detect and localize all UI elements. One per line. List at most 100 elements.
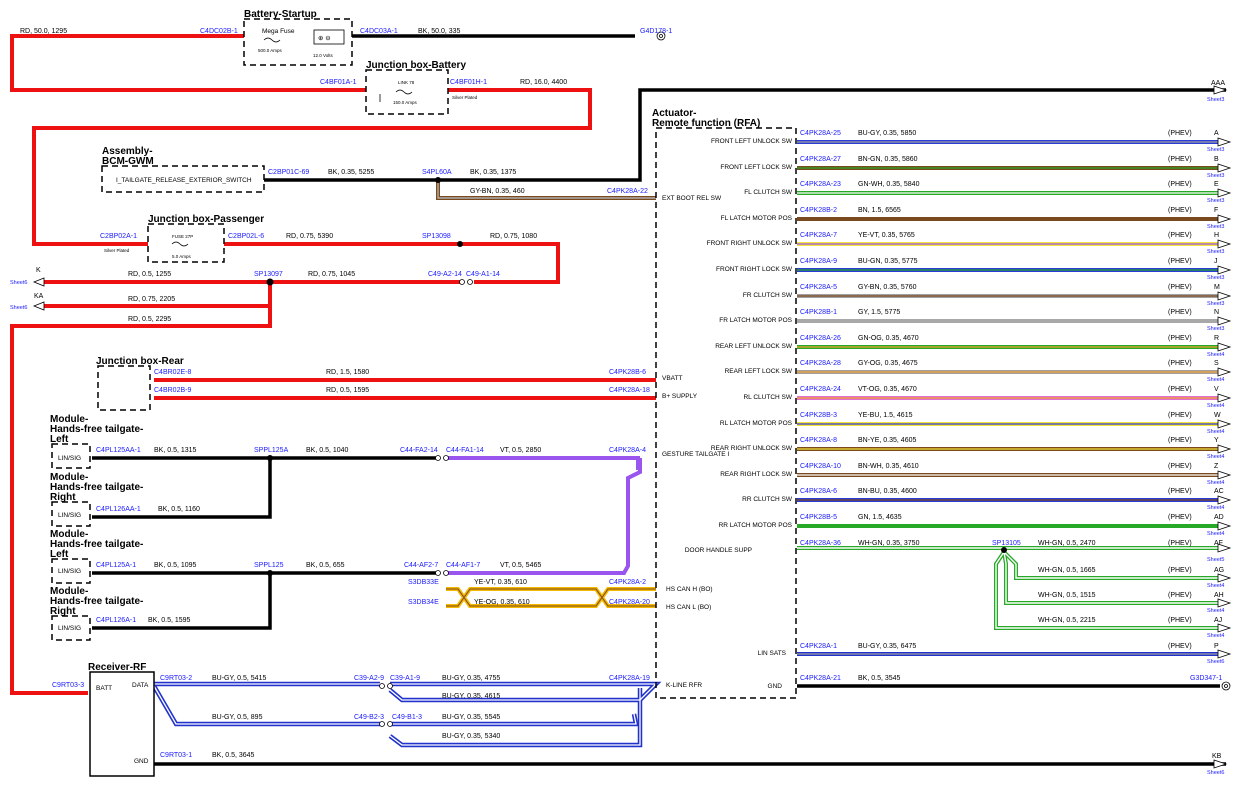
offsheet-arrow	[1217, 137, 1232, 147]
offsheet-arrow	[1217, 444, 1232, 454]
svg-text:BK, 0.5, 1095: BK, 0.5, 1095	[154, 562, 197, 569]
rfa-pin-label: RL LATCH MOTOR POS	[720, 420, 793, 427]
svg-text:C4BF01H-1: C4BF01H-1	[450, 79, 487, 86]
battery-voltage: 12.0 Volts	[313, 53, 334, 58]
rfa-pin-label: RR LATCH MOTOR POS	[719, 522, 793, 529]
svg-text:Hands-free tailgate-: Hands-free tailgate-	[50, 539, 143, 550]
svg-text:VT, 0.5, 2850: VT, 0.5, 2850	[500, 447, 541, 454]
junction-box-battery: Junction box-Battery LINK 78 150.0 Amps …	[365, 60, 478, 115]
offsheet-arrow	[1217, 291, 1232, 301]
rfa-pin-label: FL LATCH MOTOR POS	[721, 215, 793, 222]
rfa-wire-label: GN, 1.5, 4635	[858, 514, 902, 521]
htl-module-left-2: Module- Hands-free tailgate- Left LIN/SI…	[50, 529, 143, 584]
svg-text:SPPL125A: SPPL125A	[254, 447, 289, 454]
svg-text:(PHEV): (PHEV)	[1168, 592, 1192, 599]
svg-text:Module-: Module-	[50, 586, 88, 597]
rfa-wire-label: BU-GN, 0.35, 5775	[858, 258, 918, 265]
svg-text:C9RT03-1: C9RT03-1	[160, 752, 192, 759]
rfa-connector-label: C4PK28B-5	[800, 514, 837, 521]
rfa-module: Actuator- Remote function (RFA) EXT BOOT…	[652, 108, 797, 699]
svg-text:Sheet6: Sheet6	[10, 280, 27, 286]
rfa-sheet-label: Sheet4	[1207, 531, 1224, 537]
svg-text:BU-GY, 0.35, 4615: BU-GY, 0.35, 4615	[442, 693, 500, 700]
offsheet-arrow	[1217, 419, 1232, 429]
svg-text:C4PK28B-6: C4PK28B-6	[609, 369, 646, 376]
offsheet-arrow	[1217, 265, 1232, 275]
rfa-pin-label: FR LATCH MOTOR POS	[719, 317, 792, 324]
door-handle-wires	[797, 546, 1220, 630]
rfa-connector-label: C4PK28B-3	[800, 412, 837, 419]
rfa-tag-label: (PHEV)	[1168, 360, 1192, 367]
rfa-connector-label: C4PK28A-23	[800, 181, 841, 188]
rfa-sheet-label: Sheet3	[1207, 249, 1224, 255]
rfa-ref-label: V	[1214, 386, 1219, 393]
svg-text:AAA: AAA	[1211, 80, 1225, 87]
mega-fuse-label: Mega Fuse	[262, 28, 295, 35]
jb-battery-title: Junction box-Battery	[366, 60, 466, 71]
rfa-ref-label: R	[1214, 335, 1219, 342]
rfa-ref-label: F	[1214, 207, 1218, 214]
svg-text:C4PK28A-22: C4PK28A-22	[607, 188, 648, 195]
jb-passenger-title: Junction box-Passenger	[148, 214, 264, 225]
svg-text:SP13105: SP13105	[992, 540, 1021, 547]
svg-text:C4PL126AA-1: C4PL126AA-1	[96, 506, 141, 513]
svg-text:LIN/SIG: LIN/SIG	[58, 625, 81, 632]
svg-text:C4PK28A-19: C4PK28A-19	[609, 675, 650, 682]
svg-text:(PHEV): (PHEV)	[1168, 567, 1192, 574]
pin-gesture: GESTURE TAILGATE I	[662, 451, 729, 458]
rfa-bottom-labels: C4PK28A-36 WH-GN, 0.35, 3750 SP13105 WH-…	[800, 540, 1224, 682]
svg-text:Module-: Module-	[50, 414, 88, 425]
svg-text:RD, 0.5, 2295: RD, 0.5, 2295	[128, 316, 171, 323]
svg-text:C4BR02E-8: C4BR02E-8	[154, 369, 191, 376]
rfa-wire-label: BN-GN, 0.35, 5860	[858, 156, 918, 163]
battery-startup-module: Battery-Startup Mega Fuse 500.0 Amps ⊕ ⊖…	[243, 9, 353, 66]
rfa-tag-label: (PHEV)	[1168, 386, 1192, 393]
svg-text:SP13098: SP13098	[422, 233, 451, 240]
svg-text:C49-B2-3: C49-B2-3	[354, 714, 384, 721]
rfa-connector-label: C4PK28A-24	[800, 386, 841, 393]
svg-text:C9RT03-3: C9RT03-3	[52, 682, 84, 689]
svg-text:G4D178-1: G4D178-1	[640, 28, 672, 35]
rfa-ref-label: B	[1214, 156, 1219, 163]
offsheet-arrow	[1217, 316, 1232, 326]
svg-text:BK, 0.5, 3545: BK, 0.5, 3545	[858, 675, 901, 682]
svg-text:LIN/SIG: LIN/SIG	[58, 455, 81, 462]
offsheet-arrow	[1217, 342, 1232, 352]
svg-text:BK, 0.35, 5255: BK, 0.35, 5255	[328, 169, 374, 176]
svg-text:K: K	[36, 267, 41, 274]
rfa-wire-label: BN, 1.5, 6565	[858, 207, 901, 214]
svg-text:G3D347-1: G3D347-1	[1190, 675, 1222, 682]
rfa-tag-label: (PHEV)	[1168, 437, 1192, 444]
rfa-sheet-label: Sheet4	[1207, 505, 1224, 511]
svg-text:⊕ ⊖: ⊕ ⊖	[318, 35, 331, 42]
rfa-sheet-label: Sheet3	[1207, 275, 1224, 281]
rfa-pin-label: FRONT RIGHT LOCK SW	[716, 266, 793, 273]
svg-text:SP13097: SP13097	[254, 271, 283, 278]
rfa-pin-label: REAR RIGHT LOCK SW	[720, 471, 793, 478]
rfa-connector-label: C4PK28B-1	[800, 309, 837, 316]
rfa-sheet-label: Sheet3	[1207, 301, 1224, 307]
rfa-connector-label: C4PK28A-25	[800, 130, 841, 137]
rfa-connector-label: C4PK28A-6	[800, 488, 837, 495]
svg-text:C4PL125A-1: C4PL125A-1	[96, 562, 136, 569]
rfa-wire-label: VT-OG, 0.35, 4670	[858, 386, 917, 393]
rfa-pin-label: FRONT RIGHT UNLOCK SW	[707, 240, 793, 247]
rfa-tag-label: (PHEV)	[1168, 181, 1192, 188]
svg-text:C4PK28A-4: C4PK28A-4	[609, 447, 646, 454]
svg-text:AG: AG	[1214, 567, 1224, 574]
rfa-connector-label: C4PK28A-28	[800, 360, 841, 367]
kline-wires	[152, 681, 662, 748]
rfa-connector-label: C4PK28A-7	[800, 232, 837, 239]
rfa-ref-label: E	[1214, 181, 1219, 188]
svg-text:BK, 0.35, 1375: BK, 0.35, 1375	[470, 169, 516, 176]
rfa-tag-label: (PHEV)	[1168, 488, 1192, 495]
rfa-wire-label: YE-BU, 1.5, 4615	[858, 412, 913, 419]
rfa-sheet-label: Sheet4	[1207, 480, 1224, 486]
svg-text:AF: AF	[1214, 540, 1223, 547]
rfa-pin-label: FRONT LEFT UNLOCK SW	[711, 138, 793, 145]
svg-text:Sheet4: Sheet4	[1207, 633, 1224, 639]
svg-text:Sheet6: Sheet6	[10, 305, 27, 311]
svg-text:Module-: Module-	[50, 472, 88, 483]
